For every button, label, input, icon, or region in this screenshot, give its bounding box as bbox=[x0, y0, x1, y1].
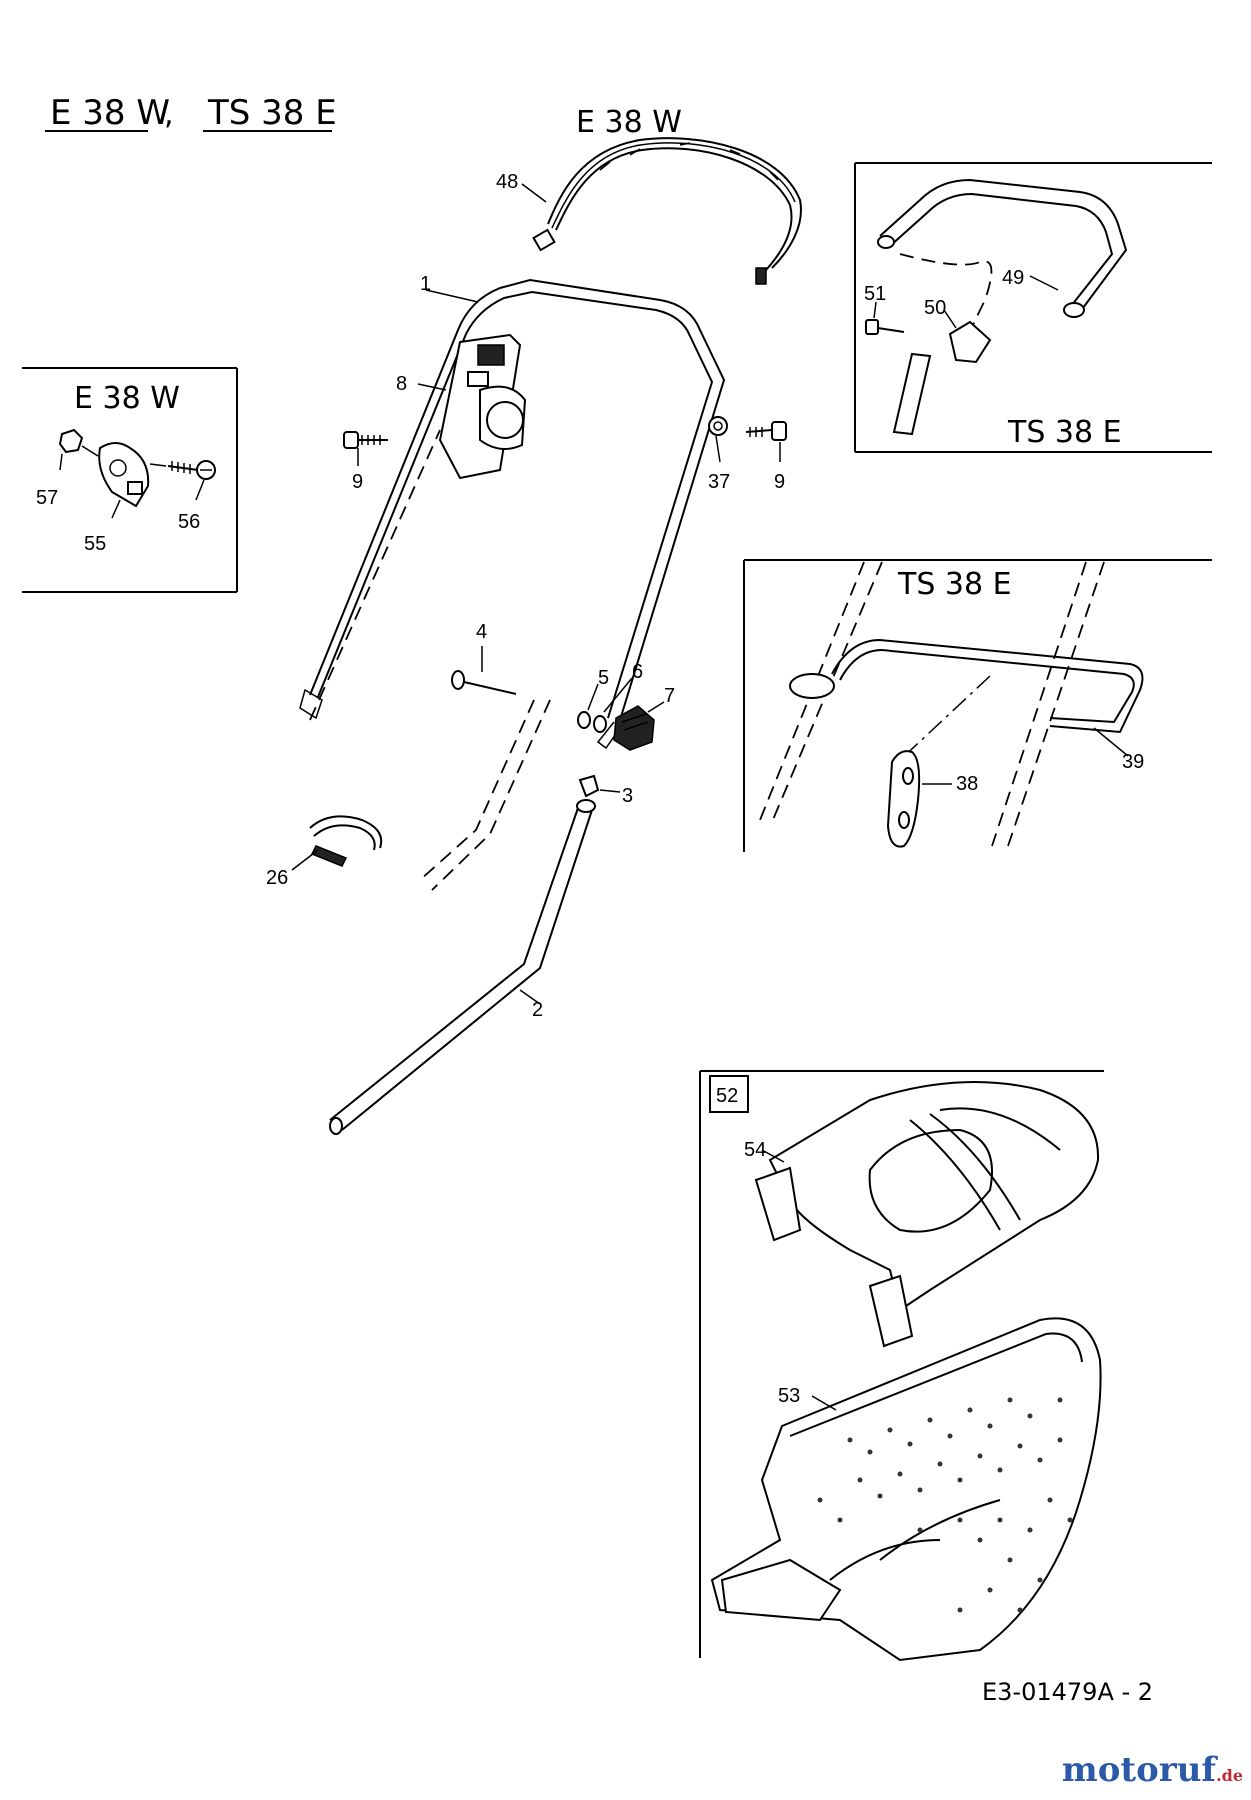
part-1-upper-handle bbox=[299, 278, 726, 750]
callout-2: 2 bbox=[532, 999, 543, 1021]
part-8-switch-box bbox=[438, 333, 527, 480]
leader-49 bbox=[1029, 275, 1059, 291]
leader-50 bbox=[943, 309, 957, 329]
leader-37 bbox=[715, 435, 721, 463]
leader-1 bbox=[425, 289, 479, 303]
callout-53: 53 bbox=[778, 1385, 800, 1407]
callout-26: 26 bbox=[266, 867, 288, 889]
leader-5 bbox=[587, 683, 599, 711]
part-54-bag-top bbox=[754, 1081, 1100, 1348]
callout-49: 49 bbox=[1002, 267, 1024, 289]
part-50-lever bbox=[892, 320, 992, 436]
part-6-washer bbox=[593, 715, 607, 733]
assembly-line bbox=[897, 675, 991, 763]
part-53-bag-basket bbox=[710, 1317, 1102, 1662]
part-56-screw bbox=[167, 460, 216, 480]
drawing-number: E3-01479A - 2 bbox=[982, 1678, 1153, 1706]
panel-top-right-title: TS 38 E bbox=[1007, 415, 1122, 450]
part-39-bail-rod bbox=[789, 638, 1144, 734]
part-3-plug bbox=[578, 774, 600, 798]
callout-54: 54 bbox=[744, 1139, 766, 1161]
leader-53 bbox=[811, 1395, 837, 1411]
part-55-clamp bbox=[98, 442, 150, 508]
leader-26 bbox=[291, 849, 319, 871]
panel-left: E 38 W 57 55 56 bbox=[22, 367, 238, 593]
callout-37: 37 bbox=[708, 471, 730, 493]
assembly-path bbox=[899, 253, 993, 333]
part-48-cable bbox=[532, 137, 802, 285]
callout-1: 1 bbox=[420, 273, 431, 295]
leader-6 bbox=[603, 677, 633, 713]
header-model-a: E 38 W bbox=[50, 93, 170, 133]
part-26-cable-tie bbox=[309, 815, 383, 867]
part-9-bolt-right bbox=[745, 421, 787, 441]
watermark-main: motoruf bbox=[1061, 1750, 1217, 1790]
leader-48 bbox=[521, 183, 547, 203]
basket-perforations bbox=[817, 1397, 1073, 1613]
callout-4: 4 bbox=[476, 621, 487, 643]
watermark-logo: motoruf.de bbox=[1062, 1750, 1243, 1790]
callout-48: 48 bbox=[496, 171, 518, 193]
callout-8: 8 bbox=[396, 373, 407, 395]
leader-56 bbox=[195, 479, 205, 501]
callout-5: 5 bbox=[598, 667, 609, 689]
callout-9-left: 9 bbox=[352, 471, 363, 493]
leader-54 bbox=[761, 1149, 785, 1163]
part-51-screw bbox=[865, 319, 905, 335]
panel-top-right: TS 38 E 49 50 51 bbox=[854, 162, 1212, 453]
callout-6: 6 bbox=[632, 661, 643, 683]
header-separator: , bbox=[164, 97, 174, 132]
callout-9-right: 9 bbox=[774, 471, 785, 493]
part-4-bolt bbox=[451, 670, 517, 695]
callout-3: 3 bbox=[622, 785, 633, 807]
part-2-lower-tube bbox=[329, 699, 596, 1135]
box-52 bbox=[709, 1075, 749, 1113]
cable-model-label: E 38 W bbox=[576, 105, 682, 140]
panel-mid-right: TS 38 E 39 38 bbox=[743, 559, 1212, 852]
callout-51: 51 bbox=[864, 283, 886, 305]
header: E 38 W , TS 38 E bbox=[45, 93, 337, 133]
callout-55: 55 bbox=[84, 533, 106, 555]
part-5-washer bbox=[577, 711, 591, 729]
part-38-bracket bbox=[886, 750, 921, 848]
watermark-suffix: .de bbox=[1216, 1766, 1243, 1785]
leader-3 bbox=[599, 789, 621, 793]
leader-8 bbox=[417, 383, 447, 391]
callout-7: 7 bbox=[664, 685, 675, 707]
callout-38: 38 bbox=[956, 773, 978, 795]
leader-55 bbox=[111, 499, 121, 519]
part-37-clip bbox=[708, 416, 728, 436]
leader-51 bbox=[873, 301, 877, 319]
leader-2 bbox=[519, 989, 541, 1005]
callout-50: 50 bbox=[924, 297, 946, 319]
panel-left-title: E 38 W bbox=[74, 381, 180, 416]
leader-39 bbox=[1093, 727, 1129, 757]
leader-7 bbox=[647, 701, 665, 713]
panel-bag: 52 54 bbox=[699, 1070, 1104, 1662]
part-9-bolt-left bbox=[343, 431, 388, 449]
leader-57 bbox=[59, 453, 63, 471]
callout-56: 56 bbox=[178, 511, 200, 533]
panel-mid-right-title: TS 38 E bbox=[897, 567, 1012, 602]
callout-57: 57 bbox=[36, 487, 58, 509]
callout-39: 39 bbox=[1122, 751, 1144, 773]
part-49-bow bbox=[877, 178, 1128, 318]
header-model-b: TS 38 E bbox=[207, 93, 337, 133]
callout-52: 52 bbox=[716, 1085, 738, 1107]
part-57-nut bbox=[58, 428, 84, 454]
part-7-knob bbox=[613, 705, 655, 751]
